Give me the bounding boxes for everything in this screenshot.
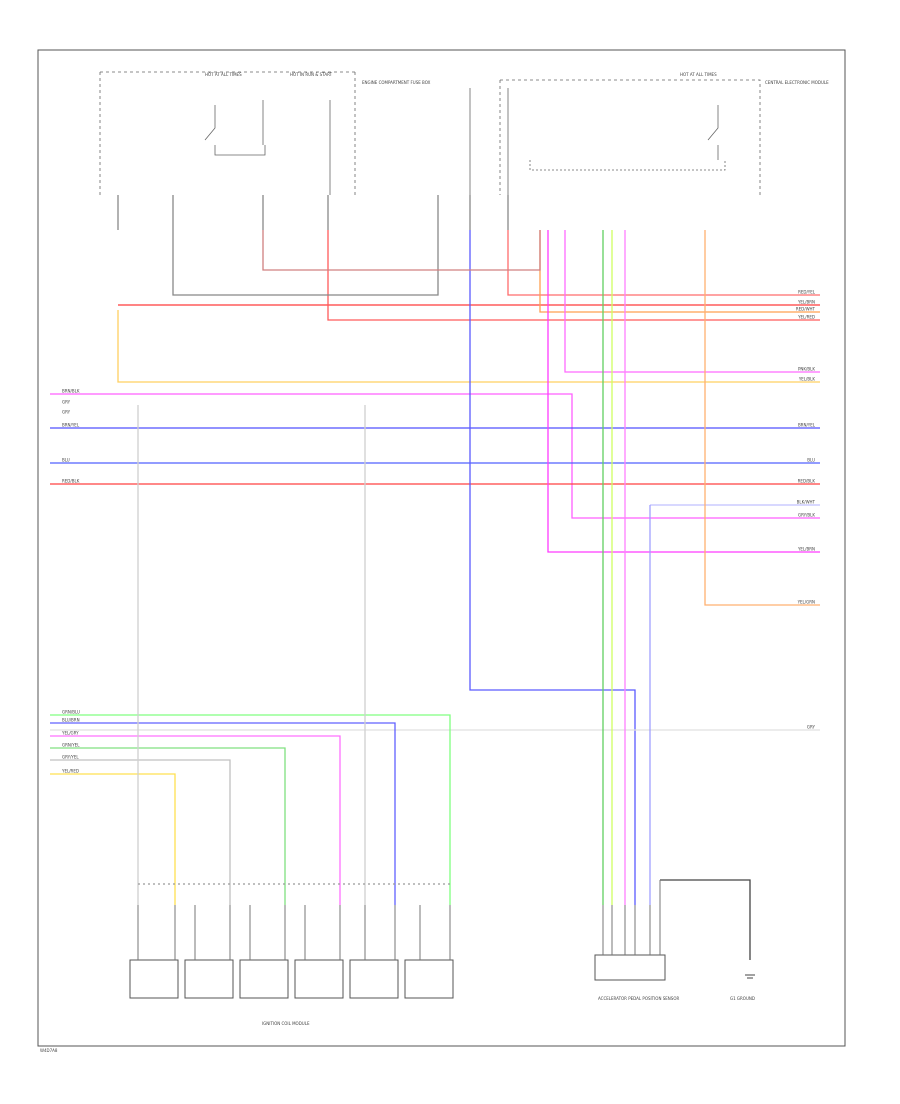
coil-5 [349, 959, 399, 999]
left-wire-label-3: BRN/YEL [62, 423, 80, 428]
coil-1 [129, 959, 179, 999]
coil-4 [294, 959, 344, 999]
ground-symbol [745, 974, 755, 979]
pedal-position-sensor [594, 954, 666, 981]
coils-label: IGNITION COIL MODULE [262, 1021, 310, 1026]
right-wire-label-13: GRY [807, 725, 816, 730]
right-wire-label-7: BLU [807, 458, 815, 463]
fuse-label-2: HOT IN RUN & START [290, 72, 333, 77]
coil-connector-stubs [137, 905, 451, 960]
right-wire-label-8: RED/BLK [798, 479, 816, 484]
left-wire-label-1: GRY [62, 400, 71, 405]
right-wire-label-10: GRY/BLK [798, 513, 815, 518]
bottom-left-wire-label-1: BLU/BRN [62, 718, 80, 723]
right-wire-labels: RED/YEL YEL/BRN RED/WHT YEL/RED PNK/BLK YEL/B… [796, 290, 816, 730]
diagram-frame [37, 49, 846, 1047]
left-wire-label-5: RED/BLK [62, 479, 80, 484]
ground-label: G1 GROUND [730, 996, 755, 1001]
pedal-sensor-label: ACCELERATOR PEDAL POSITION SENSOR [598, 996, 679, 1001]
right-wire-label-6: BRN/YEL [798, 423, 816, 428]
fuse-labels: HOT AT ALL TIMES HOT IN RUN & START HOT … [205, 72, 829, 85]
right-wire-label-9: BLK/WHT [797, 500, 816, 505]
bottom-left-wire-label-2: YEL/GRY [61, 731, 79, 736]
top-note-2: CENTRAL ELECTRONIC MODULE [765, 80, 829, 85]
fuse-label-3: HOT AT ALL TIMES [680, 72, 717, 77]
footer-code: W4D7A8 [40, 1048, 58, 1053]
left-wire-label-4: BLU [62, 458, 70, 463]
right-wire-label-5: YEL/BLK [798, 377, 816, 382]
left-wire-label-2: GRY [62, 410, 71, 415]
bottom-left-wire-label-5: YEL/RED [61, 769, 79, 774]
ignition-coils [129, 959, 454, 999]
bottom-left-wire-label-4: GRY/YEL [62, 755, 79, 760]
right-wire-label-2: RED/WHT [796, 307, 816, 312]
fuse-box-region [99, 71, 761, 195]
wires [50, 195, 820, 960]
left-wire-labels: BRN/BLK GRY GRY BRN/YEL BLU RED/BLK [62, 389, 80, 484]
right-wire-label-12: YEL/GRN [797, 600, 815, 605]
right-wire-label-11: YEL/BRN [797, 547, 815, 552]
right-wire-label-4: PNK/BLK [798, 367, 815, 372]
bottom-left-wire-labels: GRN/BLU BLU/BRN YEL/GRY GRN/YEL GRY/YEL YEL/R… [61, 710, 80, 774]
right-wire-label-1: YEL/BRN [797, 300, 815, 305]
fuse-label-1: HOT AT ALL TIMES [205, 72, 242, 77]
bottom-left-wire-label-3: GRN/YEL [62, 743, 80, 748]
coil-6 [404, 959, 454, 999]
right-wire-label-3: YEL/RED [797, 315, 815, 320]
coil-3 [239, 959, 289, 999]
left-wire-label-0: BRN/BLK [62, 389, 80, 394]
sensor-connector-stubs [602, 880, 661, 955]
coil-2 [184, 959, 234, 999]
top-note-1: ENGINE COMPARTMENT FUSE BOX [362, 80, 431, 85]
bottom-left-wire-label-0: GRN/BLU [62, 710, 80, 715]
right-wire-label-0: RED/YEL [798, 290, 816, 295]
